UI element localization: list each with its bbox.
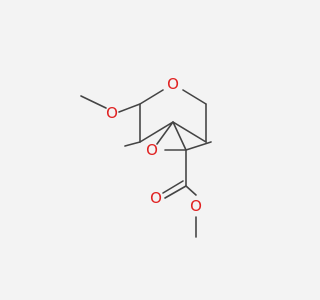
bond-c3-o1: [156, 121, 174, 145]
ester-oxygen-label: O: [190, 197, 202, 215]
ring-oxygen-label: O: [167, 75, 179, 93]
bond-c3-c2: [172, 121, 187, 151]
molecule-canvas: O O O O O: [80, 75, 212, 238]
bond-c8-c3: [172, 121, 207, 143]
bond-c3-c4: [139, 121, 174, 143]
bond-c4-o-methoxy: [124, 141, 141, 147]
methoxy-oxygen-label: O: [106, 104, 118, 122]
bond-c2-methyl: [185, 141, 212, 151]
bond-o-methoxy-ch3: [80, 95, 107, 109]
carbonyl-oxygen-label: O: [150, 189, 162, 207]
bond-carbonyl-c-ester-o: [185, 185, 197, 196]
bond-o6-c7: [182, 89, 207, 105]
bond-c5-o6: [139, 89, 164, 105]
bond-carbonyl-double-2: [162, 180, 184, 194]
epoxide-oxygen-label: O: [146, 141, 158, 159]
bond-carbonyl-double-1: [164, 185, 187, 199]
bond-methoxy-o-ring: [118, 103, 141, 113]
structure-diagram: O O O O O: [80, 75, 212, 238]
